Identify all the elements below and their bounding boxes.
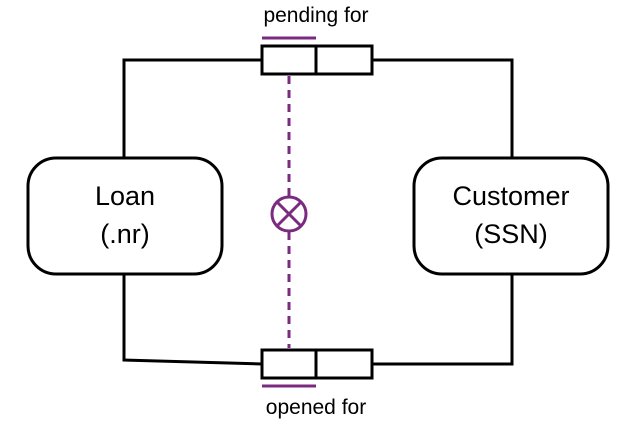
connector-customer-top — [372, 58, 514, 158]
relation-label-bottom: opened for — [266, 396, 366, 419]
connectors — [122, 58, 514, 366]
circle-x-icon[interactable] — [270, 195, 308, 233]
role-box-top-right[interactable] — [314, 44, 374, 76]
entity-customer-box[interactable] — [412, 156, 610, 276]
entity-loan-key: (.nr) — [100, 219, 150, 249]
entity-loan[interactable]: Loan (.nr) — [26, 156, 224, 276]
connector-loan-bottom — [122, 274, 263, 366]
entity-customer-key: (SSN) — [474, 219, 548, 249]
entity-customer-name: Customer — [452, 181, 569, 211]
relation-opened-for[interactable]: opened for — [260, 348, 374, 419]
connector-loan-top — [122, 58, 262, 158]
role-box-bottom-left[interactable] — [260, 348, 318, 380]
connector-customer-bottom — [372, 274, 514, 366]
role-box-top-left[interactable] — [260, 44, 318, 76]
entity-customer[interactable]: Customer (SSN) — [412, 156, 610, 276]
exclusion-constraint[interactable] — [270, 76, 308, 348]
entity-loan-name: Loan — [95, 181, 155, 211]
role-box-bottom-right[interactable] — [314, 348, 374, 380]
relation-label-top: pending for — [263, 4, 368, 27]
entity-loan-box[interactable] — [26, 156, 224, 276]
relation-pending-for[interactable]: pending for — [260, 4, 374, 76]
